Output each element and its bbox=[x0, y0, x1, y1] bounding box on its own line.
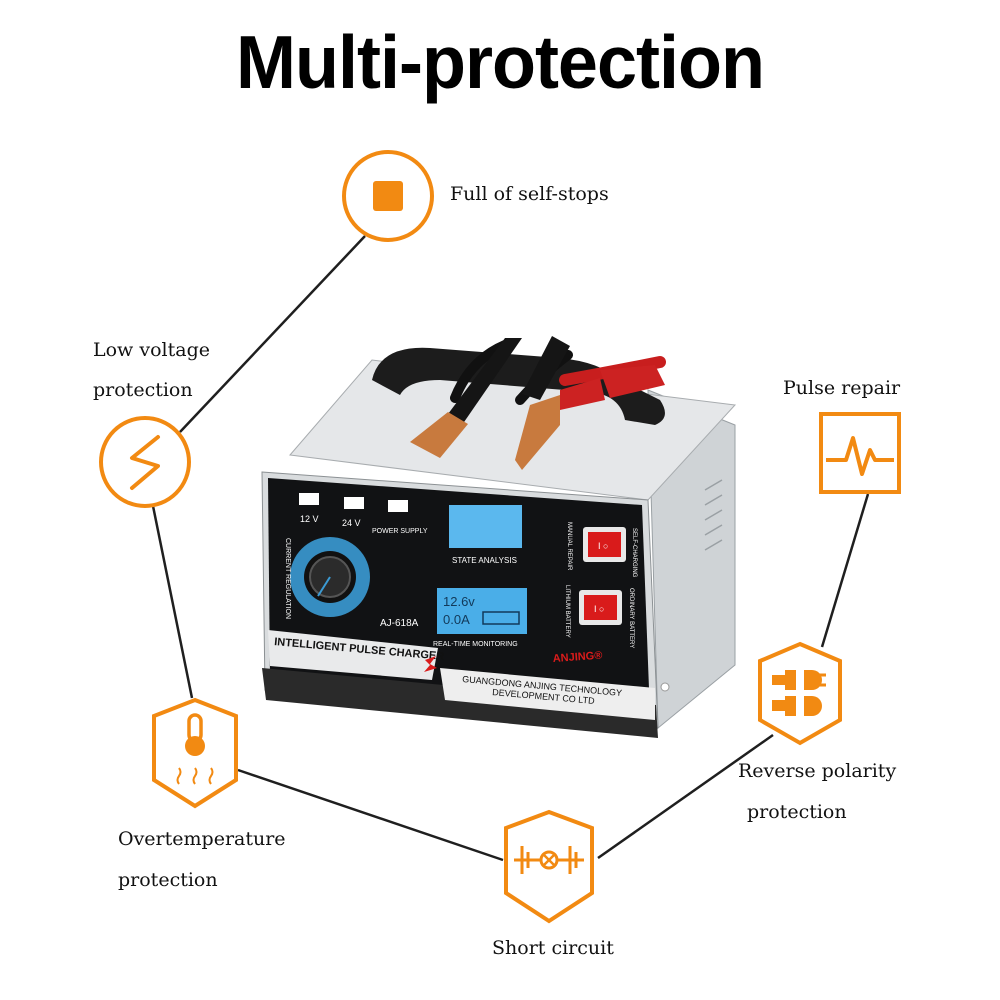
realtime-monitoring-label: REAL-TIME MONITORING bbox=[433, 641, 518, 648]
model-label: AJ-618A bbox=[380, 618, 419, 629]
low-voltage-icon bbox=[99, 416, 191, 508]
state-analysis-label: STATE ANALYSIS bbox=[452, 556, 517, 565]
switch1-right-label: SELF-CHARGING bbox=[631, 528, 637, 578]
feature-low-voltage-line1: Low voltage bbox=[93, 339, 210, 361]
page-title: Multi-protection bbox=[236, 21, 765, 105]
feature-low-voltage-line2: protection bbox=[93, 379, 193, 401]
led-12v-label: 12 V bbox=[300, 514, 319, 524]
led-power-label: POWER SUPPLY bbox=[372, 528, 428, 535]
svg-text:I ○: I ○ bbox=[598, 541, 608, 551]
reverse-polarity-icon bbox=[758, 641, 842, 746]
thermometer-icon bbox=[152, 697, 238, 809]
led-24v-label: 24 V bbox=[342, 518, 361, 528]
switch2-left-label: LITHIUM BATTERY bbox=[564, 585, 570, 638]
feature-overtemperature-line2: protection bbox=[118, 869, 218, 891]
lcd-voltage: 12.6v bbox=[443, 594, 475, 609]
feature-overtemperature-line1: Overtemperature bbox=[118, 828, 286, 850]
pulse-icon bbox=[819, 412, 901, 494]
feature-self-stop: Full of self-stops bbox=[450, 183, 609, 205]
connector-lines bbox=[151, 235, 870, 862]
brand-label: ANJING® bbox=[552, 650, 602, 665]
svg-text:I ○: I ○ bbox=[594, 604, 604, 614]
switch2-right-label: ORDINARY BATTERY bbox=[628, 588, 634, 648]
charger-device: 12 V 24 V POWER SUPPLY CURRENT REGULATIO… bbox=[261, 336, 737, 738]
switch1-left-label: MANUAL REPAIR bbox=[566, 522, 572, 571]
feature-reverse-polarity-line2: protection bbox=[747, 801, 847, 823]
lcd-current: 0.0A bbox=[443, 612, 470, 627]
stop-icon bbox=[342, 150, 434, 242]
current-regulation-label: CURRENT REGULATION bbox=[284, 538, 291, 619]
feature-reverse-polarity-line1: Reverse polarity bbox=[738, 760, 897, 782]
feature-pulse-repair: Pulse repair bbox=[783, 377, 901, 399]
feature-short-circuit: Short circuit bbox=[492, 937, 614, 959]
short-circuit-icon bbox=[504, 809, 594, 924]
